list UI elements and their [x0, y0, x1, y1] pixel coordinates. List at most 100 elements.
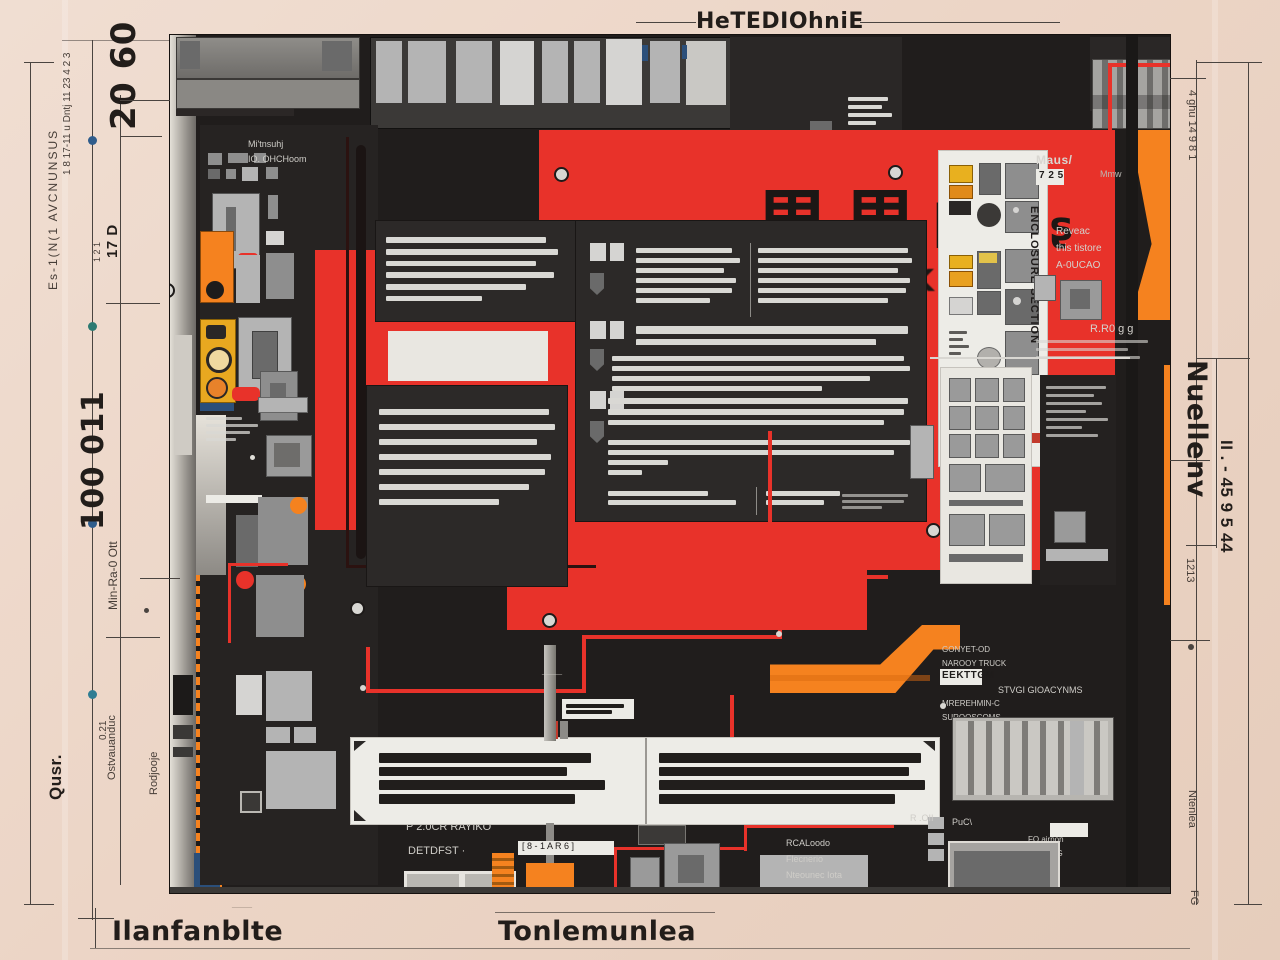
lower-right-small-1	[928, 817, 944, 829]
bottom-chip-2	[630, 857, 660, 889]
rl-chip-3	[1003, 378, 1025, 402]
panel-btn-1[interactable]	[979, 163, 1001, 195]
ic-left-14	[240, 791, 262, 813]
right-panel-note: Reveac this tistore A-0UCAO	[1056, 226, 1102, 271]
dim-tick-right-b	[1196, 358, 1250, 359]
leader-right-mid	[1170, 460, 1210, 461]
top-strip-gap	[176, 109, 294, 116]
via-left-1	[250, 455, 255, 460]
main-text-footer-divider	[756, 487, 757, 515]
dim-tick-right-c	[1186, 545, 1216, 546]
rl-chip-7	[949, 434, 971, 458]
leader-left-mid	[140, 578, 180, 579]
panel-led-5	[949, 271, 973, 287]
dim-line-inner-right-2	[1216, 358, 1217, 548]
capacitor-dot	[206, 281, 224, 299]
right-col-text	[1046, 381, 1112, 501]
module-slot-1[interactable]	[376, 41, 402, 103]
orange-bus-shadow	[770, 675, 930, 681]
mid-right-small: R .OII	[910, 813, 934, 823]
top-left-part-note: Mi'tnsuhj IO. OHCHoom	[248, 139, 307, 165]
right-rule-line	[930, 357, 1130, 359]
orange-rail-right	[1164, 365, 1170, 605]
panel-btn-8[interactable]	[1005, 289, 1039, 325]
via-mid-2	[940, 703, 946, 709]
panel-footer-led-2	[1031, 433, 1043, 443]
panel-btn-6[interactable]	[949, 297, 973, 315]
module-slot-4[interactable]	[500, 41, 534, 105]
module-slot-2[interactable]	[408, 41, 446, 103]
red-edge-pad-right	[910, 425, 934, 479]
left-label-mid-small: 1 2 1	[92, 241, 102, 262]
panel-knob[interactable]	[977, 203, 1001, 227]
main-text-heading-2	[636, 321, 914, 345]
dim-arrow-top-left	[24, 62, 54, 63]
bullet-1a	[590, 243, 606, 261]
smd-a6	[242, 167, 258, 181]
info-text-left	[379, 750, 631, 816]
rl-chip-4	[949, 406, 971, 430]
bullet-6	[590, 421, 604, 443]
top-io-text	[848, 93, 894, 135]
margin-dot-right-1	[1188, 644, 1194, 650]
top-right-code: 7 2 5	[1039, 170, 1064, 181]
left-label-bottom-mark: Qusr.	[46, 754, 65, 800]
trace-right-edge	[768, 431, 772, 571]
bullet-3b	[610, 321, 624, 339]
bottom-arrow-left	[78, 918, 114, 919]
module-slot-5[interactable]	[542, 41, 568, 103]
rl-chip-1	[949, 378, 971, 402]
module-slot-3[interactable]	[456, 41, 492, 103]
red-trace-right-vertical	[1108, 63, 1112, 183]
module-slot-8[interactable]	[650, 41, 680, 103]
bottom-right-note-1: RCALoodo Flecnerio Nteounec Iota	[786, 838, 843, 881]
orange-dot-left-3	[236, 571, 254, 589]
info-panel-divider	[645, 738, 647, 824]
bottom-left-label: Ilanfanblte	[112, 916, 284, 947]
bottom-label-strip	[518, 841, 614, 855]
pcb-board-illustration[interactable]: Sacnle-SAValo BSNFE 38 P 2.0CR RAYIKO DE…	[170, 35, 1170, 893]
chip-right-small	[1034, 275, 1056, 301]
left-marker-value: 0.21	[98, 720, 109, 740]
panel-btn-2[interactable]	[1005, 163, 1039, 199]
ic-left-12	[294, 727, 316, 743]
bottom-rule	[90, 948, 1190, 949]
dim-node-left-4	[88, 690, 97, 699]
rl-bar-1	[949, 500, 1023, 506]
right-label-bottom-mark: FG	[1188, 890, 1200, 906]
smd-a5	[226, 169, 236, 179]
left-label-lower-small: Min-Ra-0 Ott	[106, 541, 120, 610]
ic-left-8	[256, 575, 304, 637]
rl-chip-13	[989, 514, 1025, 546]
bottom-chip-5	[638, 825, 686, 845]
trace-bottom-1	[366, 647, 370, 693]
panel-btn-3-dot	[1013, 207, 1019, 213]
bottom-info-panel[interactable]	[350, 737, 940, 825]
leader-right-top	[1170, 78, 1206, 79]
bottom-mid-note: [ 8 - 1 A R 6 ]	[522, 841, 575, 851]
panel-btn-7[interactable]	[977, 291, 1001, 315]
red-trace-top-right	[1108, 63, 1170, 67]
orange-dot-left-1	[290, 497, 307, 514]
main-text-col-b	[758, 243, 914, 317]
panel-btn-3[interactable]	[1005, 201, 1039, 233]
bullet-4	[590, 349, 604, 371]
bottom-tiny-note: ____	[232, 898, 253, 908]
main-text-divider	[750, 243, 751, 317]
rl-chip-2	[975, 378, 999, 402]
dim-line-inner-right	[1196, 60, 1197, 905]
lower-right-grid-sidebar	[1070, 721, 1084, 795]
ic-left-2	[236, 255, 260, 303]
module-slot-9[interactable]	[686, 41, 726, 105]
smd-a4	[208, 169, 220, 179]
pad-dot-1	[206, 325, 226, 339]
pad-cluster-base	[200, 403, 234, 411]
ic-left-9	[266, 671, 312, 721]
module-slot-7[interactable]	[606, 39, 642, 105]
left-note-4: DETDFST ·	[408, 845, 466, 857]
panel-led-2	[949, 185, 973, 199]
panel-btn-5[interactable]	[1005, 249, 1039, 283]
module-slot-6[interactable]	[574, 41, 600, 103]
pad-dot-2	[206, 347, 232, 373]
